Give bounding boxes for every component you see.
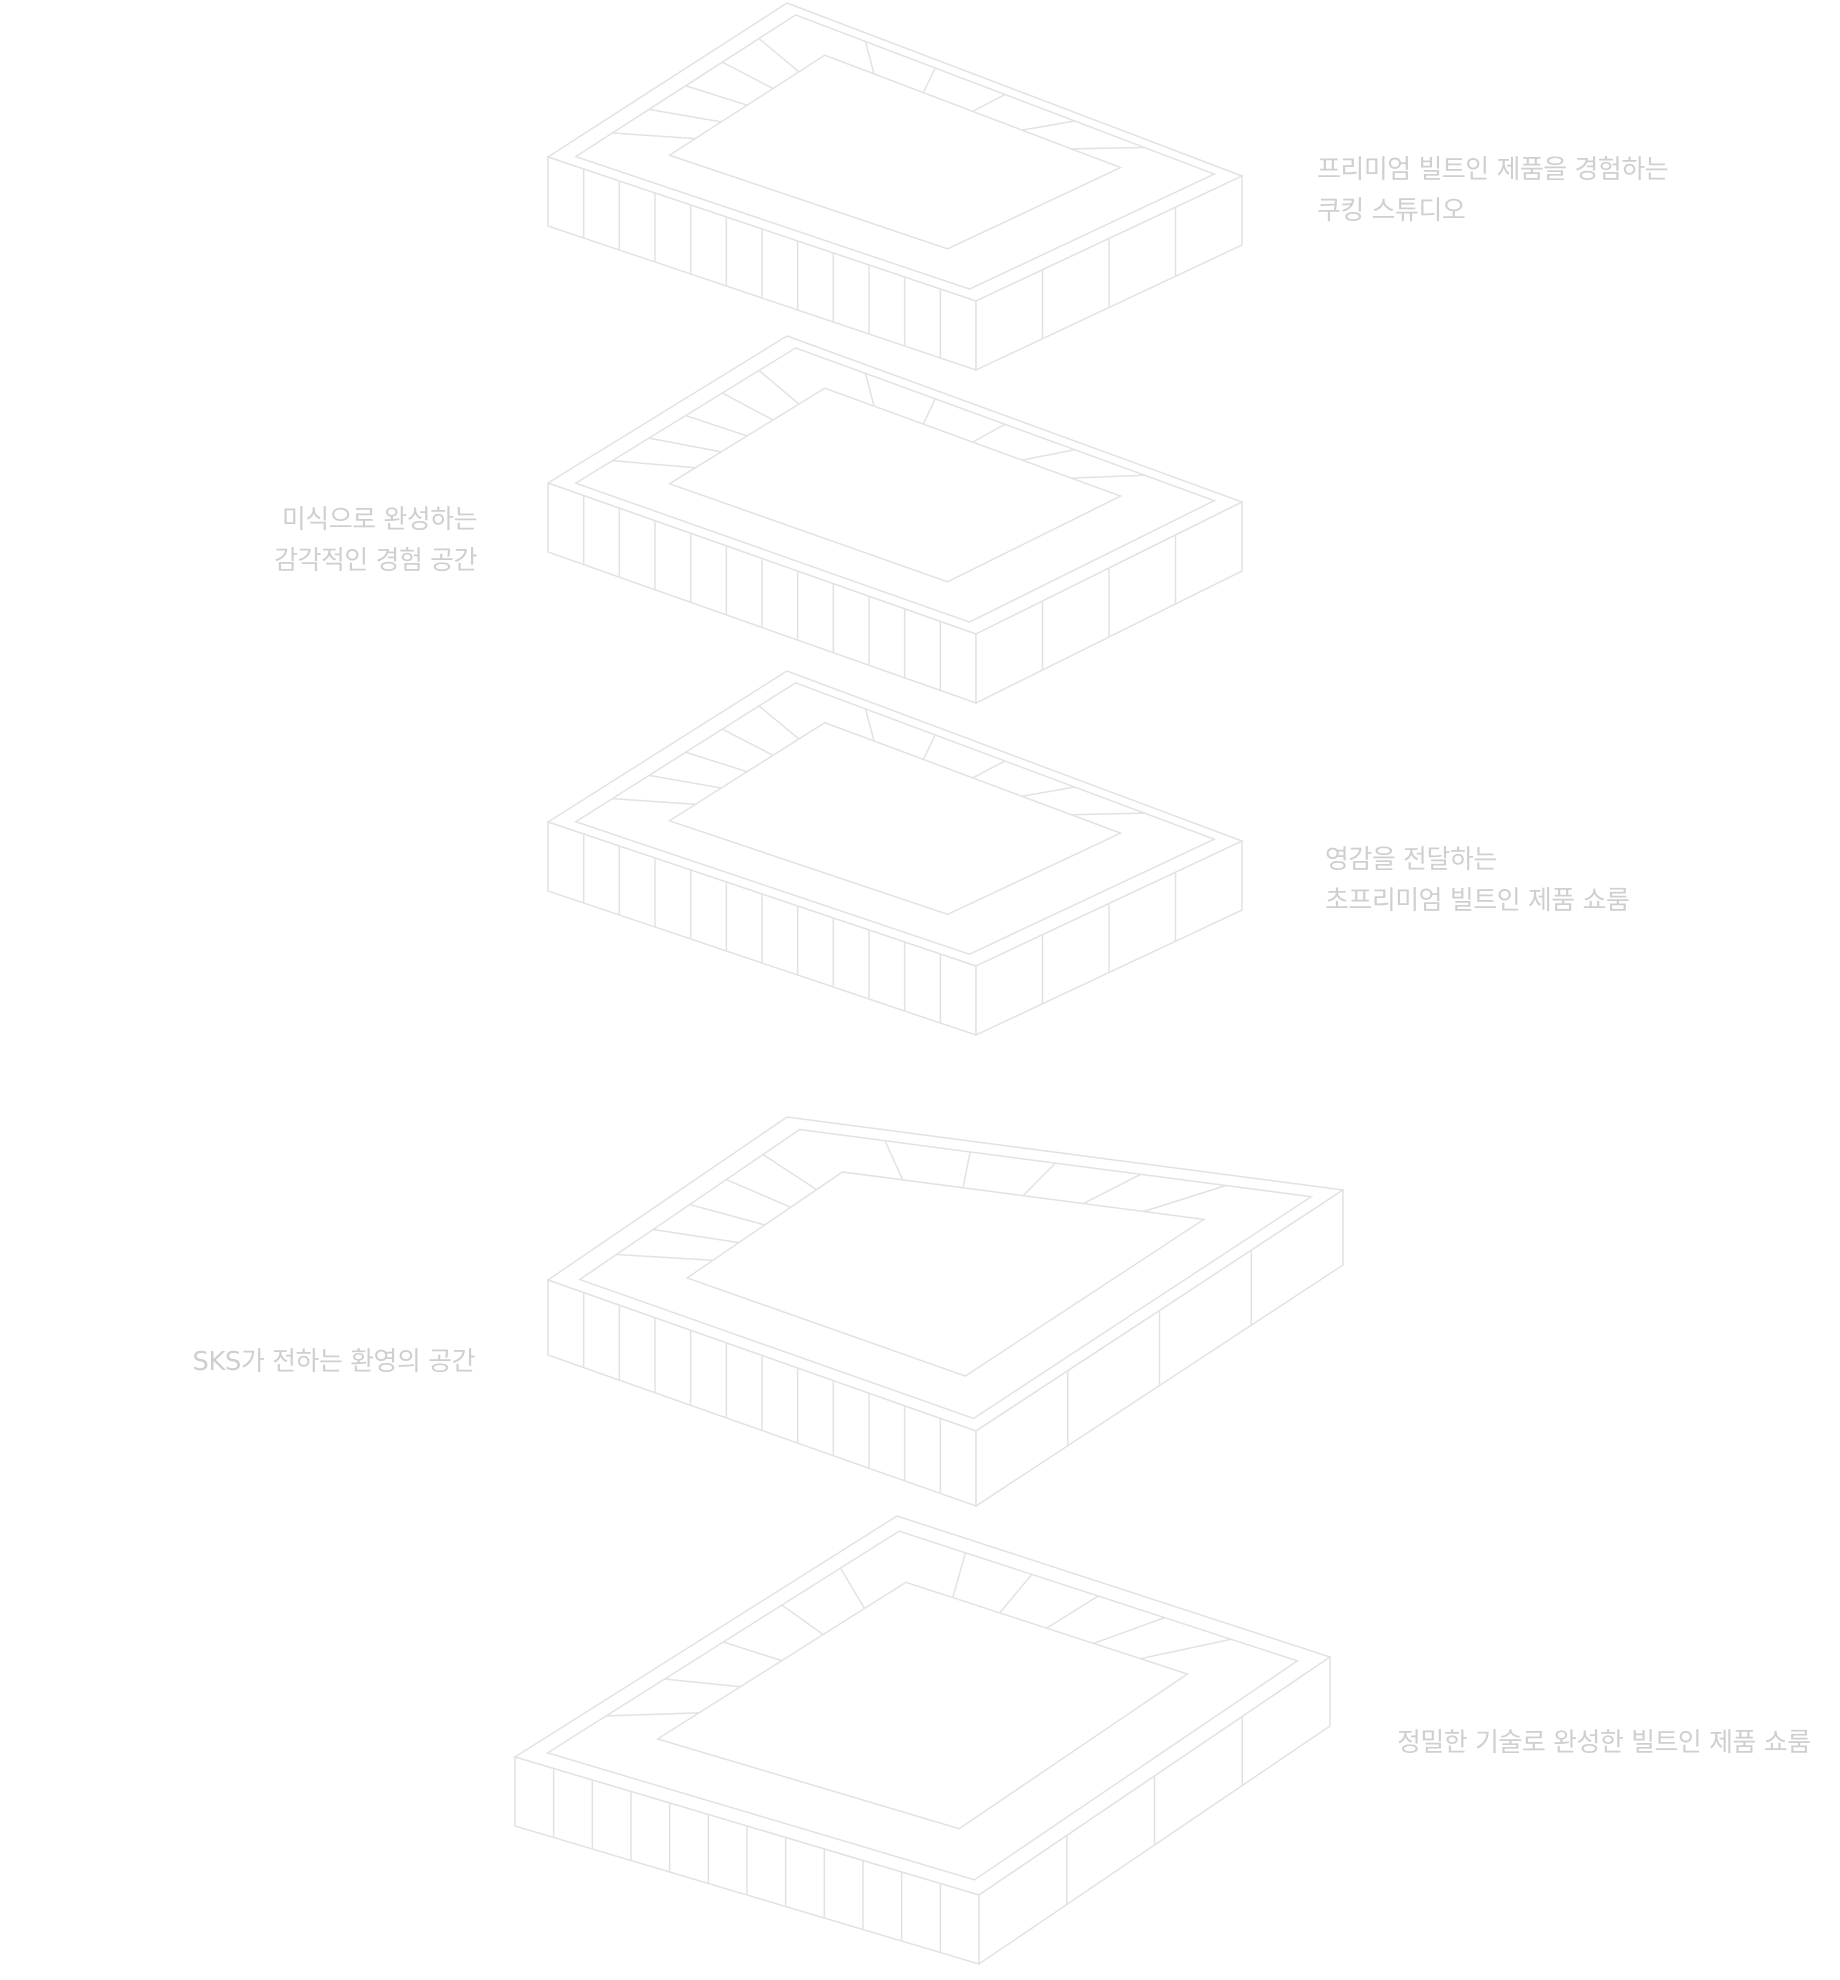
floor-label-welcome-space: SKS가 전하는 환영의 공간 bbox=[192, 1342, 475, 1383]
floor-label-precision-showroom: 정밀한 기술로 완성한 빌트인 제품 쇼룸 bbox=[1397, 1723, 1811, 1764]
label-line: SKS가 전하는 환영의 공간 bbox=[192, 1347, 475, 1377]
floor-label-gastronomy-space: 미식으로 완성하는 감각적인 경험 공간 bbox=[274, 500, 477, 582]
floor-plan-welcome-space bbox=[546, 1116, 1346, 1508]
label-line: 정밀한 기술로 완성한 빌트인 제품 쇼룸 bbox=[1397, 1728, 1811, 1758]
label-line: 초프리미엄 빌트인 제품 쇼룸 bbox=[1325, 886, 1630, 916]
floor-plan-gastronomy-space bbox=[546, 335, 1244, 705]
label-line: 감각적인 경험 공간 bbox=[274, 546, 477, 576]
label-line: 프리미엄 빌트인 제품을 경험하는 bbox=[1317, 155, 1669, 185]
floor-plan-precision-showroom bbox=[513, 1515, 1332, 1966]
label-line: 미식으로 완성하는 bbox=[281, 505, 478, 535]
label-line: 영감을 전달하는 bbox=[1325, 845, 1497, 875]
label-line: 쿠킹 스튜디오 bbox=[1317, 196, 1466, 226]
floor-label-cooking-studio: 프리미엄 빌트인 제품을 경험하는 쿠킹 스튜디오 bbox=[1317, 150, 1669, 232]
floor-label-inspiration-showroom: 영감을 전달하는 초프리미엄 빌트인 제품 쇼룸 bbox=[1325, 840, 1630, 922]
floor-plan-cooking-studio bbox=[546, 2, 1244, 372]
floor-plan-inspiration-showroom bbox=[546, 670, 1244, 1037]
